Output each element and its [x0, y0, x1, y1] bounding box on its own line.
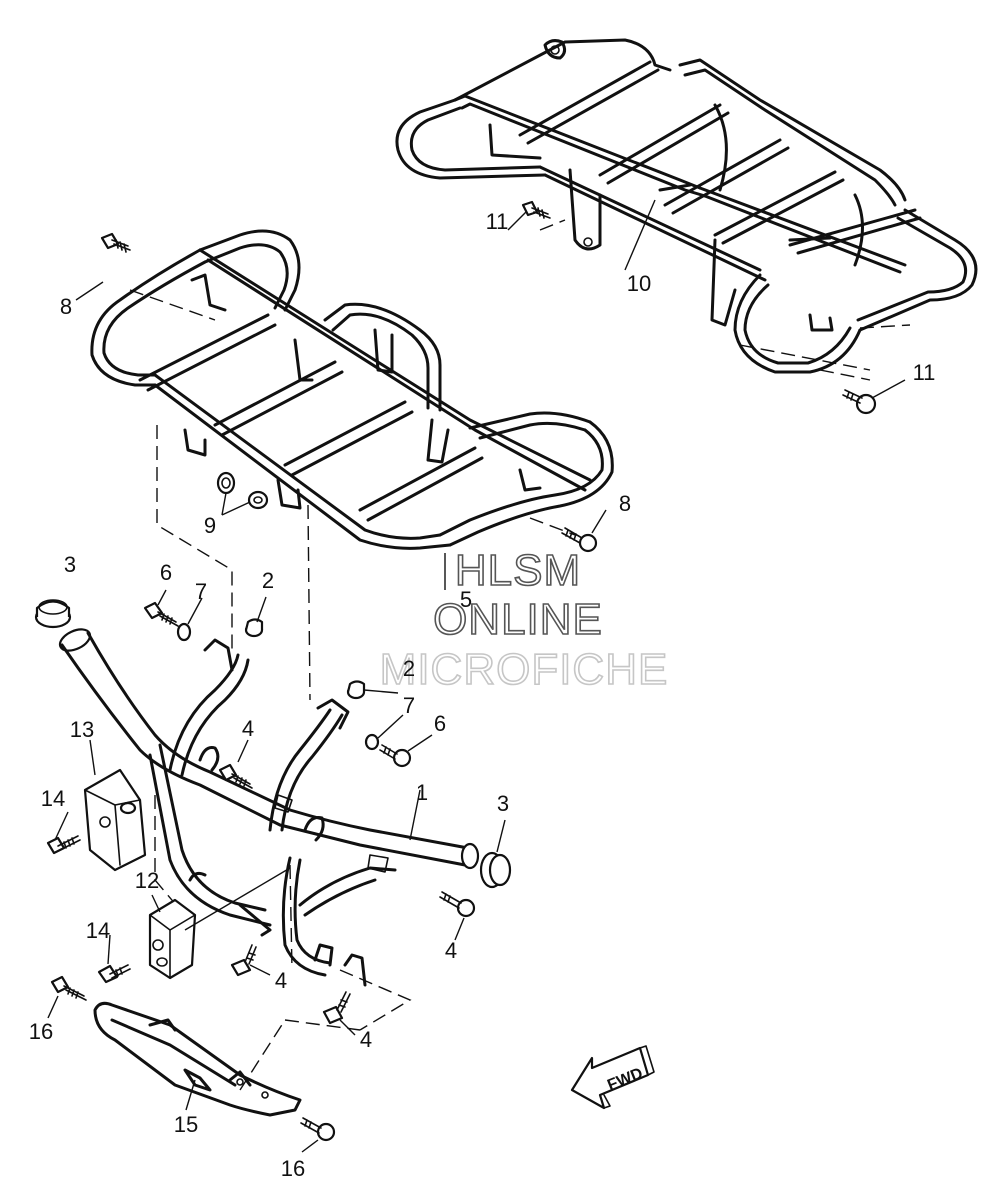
- bolt-4-upper[interactable]: [218, 763, 253, 789]
- bolt-8-upper[interactable]: [100, 232, 131, 253]
- collar-9-a[interactable]: [216, 471, 236, 495]
- frame-stay[interactable]: [57, 625, 480, 987]
- watermark-line-2: ONLINE: [433, 595, 603, 644]
- cap-left[interactable]: [34, 599, 72, 629]
- callout-11-upper[interactable]: 11: [486, 209, 509, 234]
- bolt-11-lower[interactable]: [842, 389, 877, 415]
- callout-7-left[interactable]: 7: [195, 579, 207, 604]
- bolt-14-upper[interactable]: [46, 835, 81, 855]
- bolt-4-lower[interactable]: [322, 991, 351, 1025]
- washer-7-right[interactable]: [364, 733, 380, 751]
- callout-2-right[interactable]: 2: [403, 656, 415, 681]
- callout-3-left[interactable]: 3: [64, 552, 76, 577]
- callout-4-upper[interactable]: 4: [242, 716, 254, 741]
- callout-4-lower[interactable]: 4: [360, 1027, 372, 1052]
- callout-16-upper[interactable]: 16: [29, 1019, 53, 1044]
- grommet-2-right[interactable]: [346, 680, 366, 700]
- callout-10[interactable]: 10: [627, 271, 651, 296]
- callout-6-left[interactable]: 6: [160, 560, 172, 585]
- leader-lines: [47, 199, 906, 1153]
- callout-4-mid[interactable]: 4: [275, 968, 287, 993]
- watermark: HLSM ONLINE MICROFICHE: [379, 545, 669, 695]
- guard-plate[interactable]: [93, 1001, 302, 1117]
- callout-8-upper[interactable]: 8: [60, 294, 72, 319]
- callout-5[interactable]: 5: [460, 587, 472, 612]
- callout-1[interactable]: 1: [416, 780, 428, 805]
- cap-right[interactable]: [479, 851, 512, 889]
- front-carrier[interactable]: [90, 229, 614, 550]
- callout-12[interactable]: 12: [135, 868, 159, 893]
- bolt-16-upper[interactable]: [50, 975, 87, 1001]
- watermark-line-1: HLSM: [455, 546, 581, 595]
- forward-direction-arrow: FWD: [570, 1045, 655, 1110]
- callout-16-lower[interactable]: 16: [281, 1156, 305, 1181]
- callout-4-right[interactable]: 4: [445, 938, 457, 963]
- callout-2-left[interactable]: 2: [262, 568, 274, 593]
- callout-14-upper[interactable]: 14: [41, 786, 65, 811]
- washer-7-left[interactable]: [176, 622, 192, 642]
- bolt-4-right[interactable]: [439, 891, 476, 918]
- watermark-line-3: MICROFICHE: [380, 645, 669, 694]
- callout-11-lower[interactable]: 11: [913, 360, 936, 385]
- bolt-11-upper[interactable]: [521, 200, 551, 219]
- callout-13[interactable]: 13: [70, 717, 94, 742]
- block-13[interactable]: [83, 768, 147, 872]
- bolt-14-lower[interactable]: [97, 964, 131, 984]
- block-12[interactable]: [148, 898, 197, 980]
- bolt-6-right[interactable]: [379, 744, 412, 768]
- bolt-16-lower[interactable]: [300, 1117, 336, 1142]
- callout-14-lower[interactable]: 14: [86, 918, 110, 943]
- callout-9[interactable]: 9: [204, 513, 216, 538]
- callout-7-right[interactable]: 7: [403, 693, 415, 718]
- grommet-2-left[interactable]: [244, 618, 264, 638]
- collar-9-b[interactable]: [247, 490, 269, 510]
- callout-8-lower[interactable]: 8: [619, 491, 631, 516]
- callout-6-right[interactable]: 6: [434, 711, 446, 736]
- rear-carrier[interactable]: [395, 38, 978, 374]
- bolt-8-lower[interactable]: [561, 527, 598, 553]
- bolt-4-mid[interactable]: [230, 944, 257, 977]
- callout-3-right[interactable]: 3: [497, 791, 509, 816]
- bolt-6-left[interactable]: [143, 601, 179, 627]
- callout-15[interactable]: 15: [174, 1112, 198, 1137]
- callout-labels: 1 2 2 3 3 4 4 4 4 5 6 6 7 7 8 8 9 10 11 …: [29, 209, 936, 1181]
